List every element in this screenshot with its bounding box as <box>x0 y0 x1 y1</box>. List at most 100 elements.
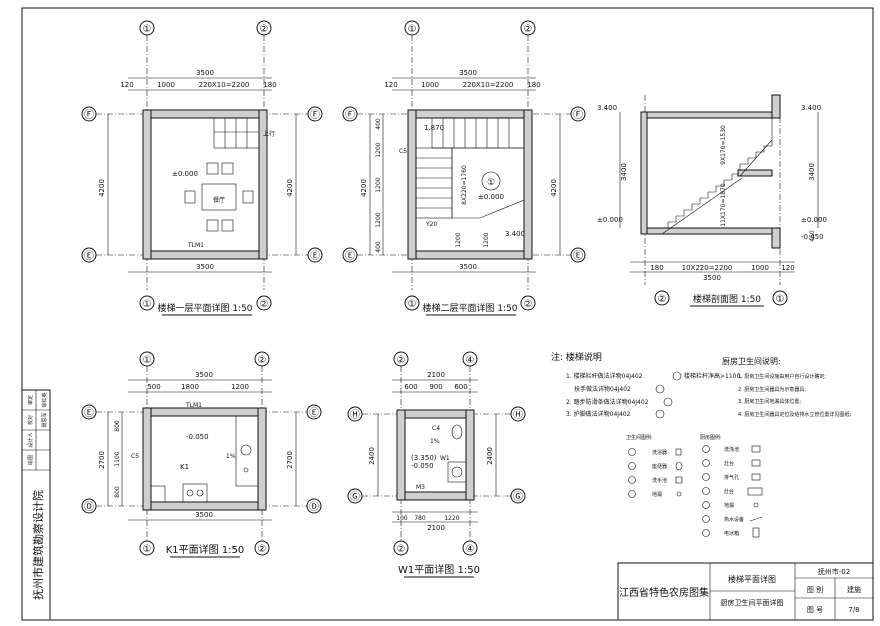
dim-text: 3400 <box>808 163 816 181</box>
dim-text: 1800 <box>181 383 199 391</box>
dim-text: 600 <box>404 383 417 391</box>
axis-label: Ⓓ <box>84 501 94 513</box>
dim-text: 11X170=1870 <box>720 183 727 227</box>
dim-text: 800 <box>114 486 121 498</box>
note-item: 2. 厨房卫生间器具为示意器具; <box>738 386 806 393</box>
cat-value: 建施 <box>847 585 861 594</box>
axis-label: Ⓕ <box>345 109 355 121</box>
dim-text: 9X170=1530 <box>720 125 727 165</box>
axis-label: ④ <box>466 355 475 366</box>
dim-text: 4200 <box>360 179 368 197</box>
axis-label: ① <box>776 294 785 305</box>
elevation: 1.870 <box>424 124 444 132</box>
dim-text: 4200 <box>286 179 294 197</box>
axis-label: ④ <box>466 544 475 555</box>
drawing-title: 楼梯一层平面详图 1:50 <box>157 302 252 314</box>
dim-text: 3500 <box>195 371 213 379</box>
dim-text: 1100 <box>114 451 121 466</box>
elevation: 3.400 <box>801 104 821 112</box>
cat-label: 图 别 <box>807 585 823 594</box>
elevation: 3.400 <box>505 230 525 238</box>
dim-text: 4200 <box>98 179 106 197</box>
dim-text: 10X220=2200 <box>682 264 733 272</box>
num-value: 7/8 <box>848 606 859 614</box>
axis-label: ① <box>143 355 152 366</box>
dim-text: 3500 <box>459 69 477 77</box>
dim-text: 1200 <box>375 177 382 192</box>
label: Y20 <box>425 221 437 228</box>
stair-section: 3.400 3.400 ±0.000 ±0.000 -0.450 3400 34… <box>597 94 827 307</box>
dim-text: 120 <box>384 81 397 89</box>
drawing-title: K1平面详图 1:50 <box>166 543 245 556</box>
label: TLM1 <box>187 242 204 249</box>
dim-text: 2100 <box>427 371 445 379</box>
legend-title: 卫生间图例: <box>626 434 653 441</box>
note-item: 4. 厨房卫生间器具定位及给排水立管位置详见图纸; <box>738 411 851 418</box>
legend-item: 排气孔 <box>724 474 739 481</box>
dim-text: 1200 <box>375 142 382 157</box>
dim-text: 400 <box>375 118 382 130</box>
label: C5 <box>131 453 139 460</box>
legend-item: 座便器 <box>652 463 667 470</box>
dim-text: 120 <box>120 81 133 89</box>
dim-text: 1000 <box>751 264 769 272</box>
axis-label: ② <box>258 544 267 555</box>
dim-text: 1200 <box>455 232 462 247</box>
axis-label: Ⓗ <box>350 409 360 421</box>
dim-text: 8X220=1760 <box>461 165 468 205</box>
axis-label: ② <box>260 24 269 35</box>
legend-item: 灶台 <box>724 488 734 495</box>
dim-text: 2700 <box>286 451 294 469</box>
axis-label: Ⓕ <box>84 109 94 121</box>
wc-plan: ② ④ 2100 600 900 600 Ⓗ Ⓖ Ⓗ Ⓖ 2400 2400 C… <box>347 351 526 578</box>
label: C4 <box>432 425 440 432</box>
axis-label: ① <box>487 178 495 188</box>
legend-item: 热水设备 <box>724 516 744 523</box>
dim-text: 180 <box>527 81 540 89</box>
axis-label: Ⓕ <box>573 109 583 121</box>
dim-text: 2700 <box>98 451 106 469</box>
dim-text: 4200 <box>550 179 558 197</box>
axis-label: ② <box>260 299 269 310</box>
dim-text: 3500 <box>703 274 721 282</box>
legend-title: 厨房图例: <box>700 434 722 441</box>
dim-text: 3500 <box>196 263 214 271</box>
note-item: 3. 护脚做法详物04J402 <box>566 410 631 418</box>
org-name: 抚州市建筑勘察设计院 <box>31 490 45 600</box>
label: C5 <box>399 148 407 155</box>
label: 1% <box>430 438 440 445</box>
note-item: 楼梯栏杆净高>1100, <box>684 372 742 380</box>
axis-label: ① <box>143 299 152 310</box>
elevation: -0.050 <box>411 462 434 470</box>
drawing-title: W1平面详图 1:50 <box>398 563 480 576</box>
dim-text: 180 <box>650 264 663 272</box>
dim-text: 600 <box>454 383 467 391</box>
axis-label: ② <box>397 544 406 555</box>
dim-text: 1200 <box>483 232 490 247</box>
axis-label: ② <box>524 299 533 310</box>
drawing-name: 厨房卫生间平面详图 <box>721 598 784 607</box>
dim-text: 1200 <box>231 383 249 391</box>
legend-item: 灶台 <box>724 460 734 467</box>
dim-text: 1000 <box>421 81 439 89</box>
label: W1 <box>440 455 450 462</box>
dim-text: 100 <box>396 515 408 522</box>
legend-item: 洗手池 <box>652 477 667 484</box>
kitchen-plan: ① ② 3500 500 1800 1200 Ⓔ Ⓓ Ⓔ Ⓓ 2700 800 … <box>81 351 322 558</box>
dim-text: 450 <box>809 230 816 242</box>
dim-text: 120 <box>781 264 794 272</box>
role-label: 设计人 <box>27 432 34 447</box>
axis-label: ② <box>397 355 406 366</box>
name-label: 聂思军 <box>42 412 48 427</box>
axis-label: Ⓔ <box>309 407 319 419</box>
drawing-title: 楼梯剖面图 1:50 <box>693 293 761 305</box>
title-block: 江西省特色农房图集 楼梯平面详图 厨房卫生间平面详图 抚州市-02 图 别 建施… <box>617 562 874 621</box>
label: 上行 <box>263 130 275 138</box>
elevation: (3.350) <box>411 454 437 462</box>
axis-label: Ⓔ <box>310 250 320 262</box>
elevation: ±0.000 <box>597 216 623 224</box>
elevation: ±0.000 <box>801 216 827 224</box>
axis-label: Ⓕ <box>310 109 320 121</box>
note-item: 1. 厨房卫生间设施由用户自行设计确定; <box>738 373 826 380</box>
